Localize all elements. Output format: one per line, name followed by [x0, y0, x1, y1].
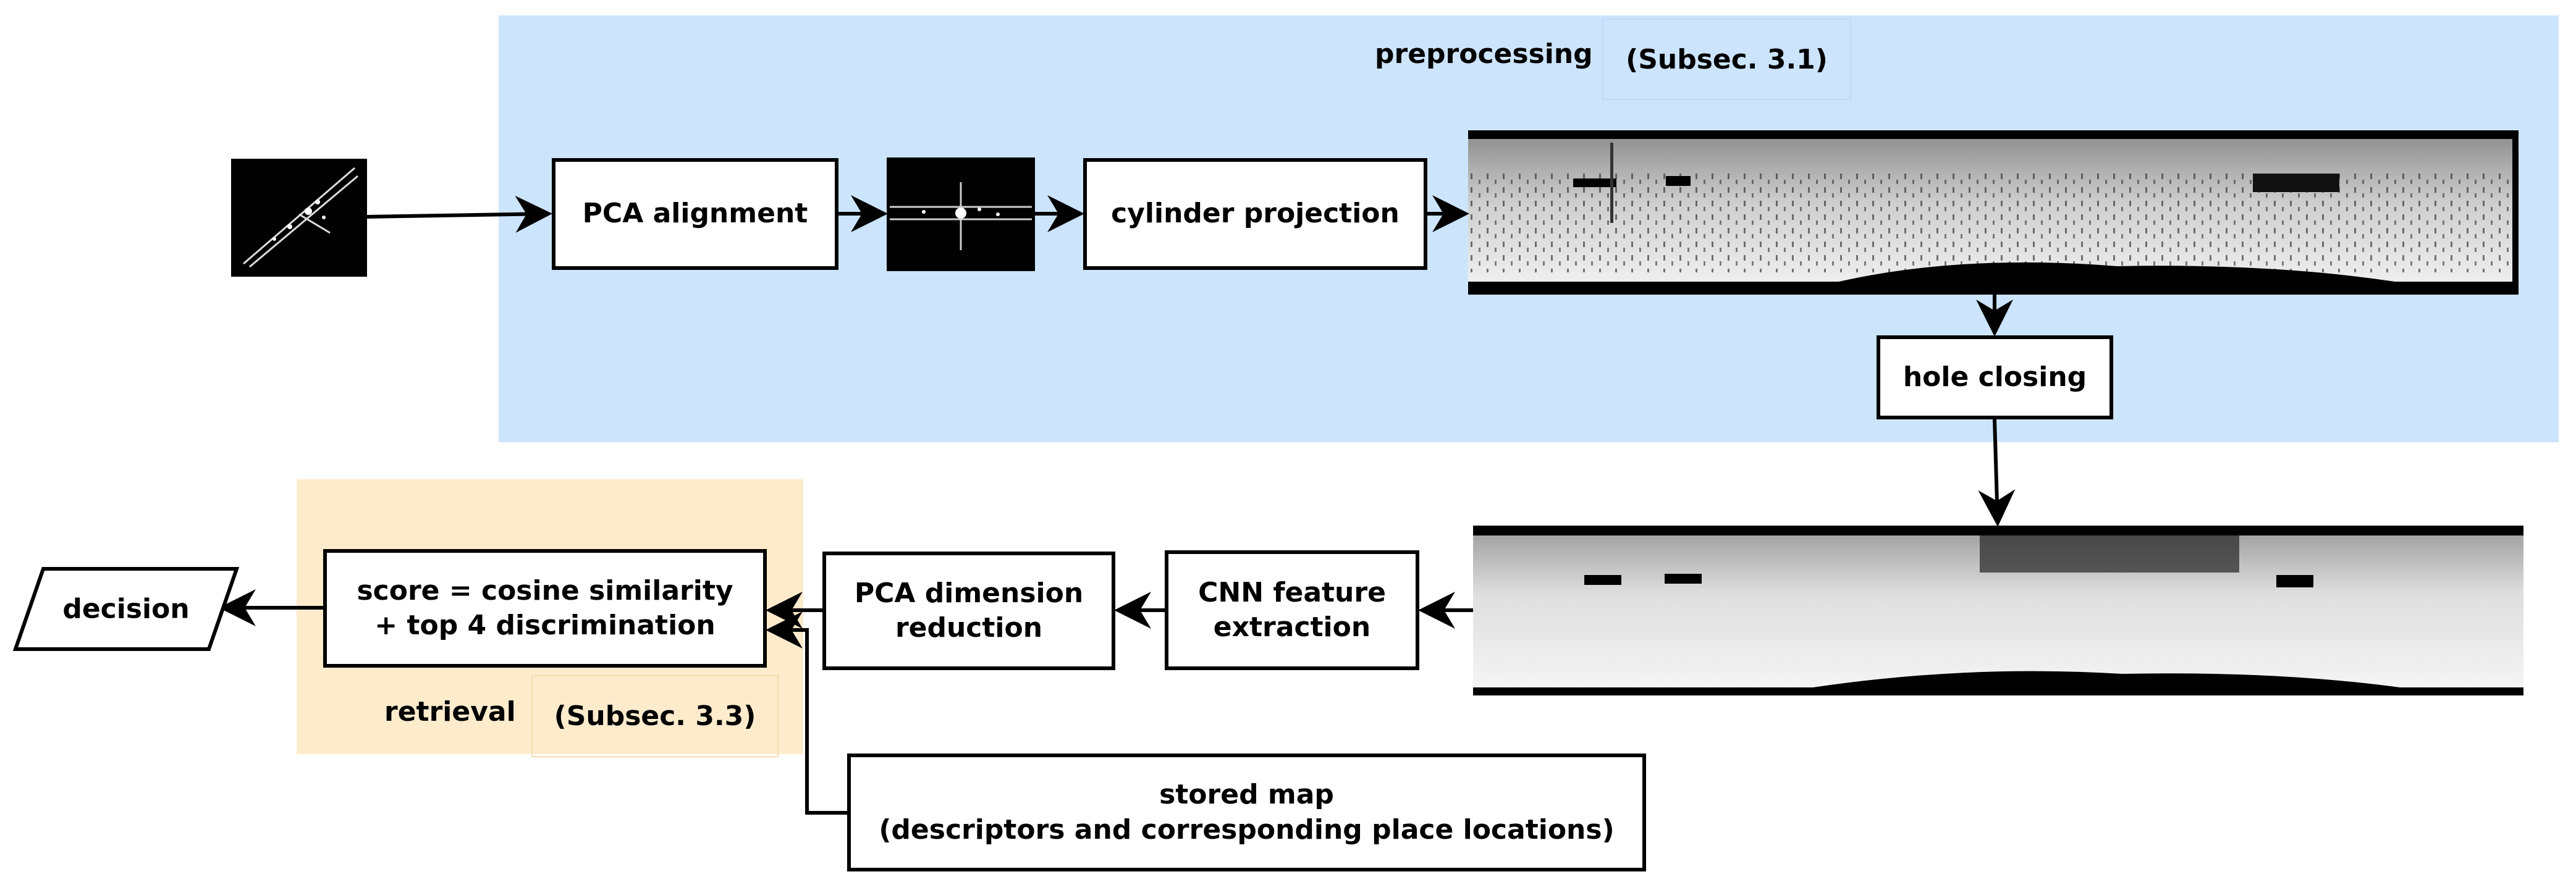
cylinder-projection-text: cylinder projection [1111, 198, 1400, 230]
score-line-1: score = cosine similarity [357, 574, 733, 607]
stored-map-line-1: stored map [1159, 779, 1334, 811]
cnn-feature-extraction-box: CNN feature extraction [1165, 550, 1419, 670]
stored-map-line-2: (descriptors and corresponding place loc… [879, 813, 1615, 846]
range-image-with-holes [1468, 130, 2519, 295]
cnn-feature-line-1: CNN feature [1198, 576, 1386, 608]
aligned-point-cloud-thumbnail [887, 157, 1035, 271]
retrieval-label: retrieval [384, 696, 516, 728]
pca-dimension-line-2: reduction [895, 612, 1043, 644]
decision-text: decision [62, 594, 189, 625]
pca-dimension-reduction-box: PCA dimension reduction [822, 552, 1115, 670]
cylinder-projection-box: cylinder projection [1083, 158, 1427, 270]
stored-map-box: stored map (descriptors and correspondin… [847, 754, 1646, 871]
point-cloud-thumbnail [231, 159, 367, 277]
decision-shape [12, 567, 240, 651]
preprocessing-label: preprocessing [1375, 38, 1593, 70]
retrieval-subsection-tag: (Subsec. 3.3) [531, 675, 779, 757]
score-box: score = cosine similarity + top 4 discri… [323, 549, 767, 668]
pca-alignment-text: PCA alignment [582, 198, 808, 230]
pca-alignment-box: PCA alignment [552, 158, 838, 270]
score-line-2: + top 4 discrimination [374, 610, 716, 641]
pca-dimension-line-1: PCA dimension [854, 577, 1084, 609]
preprocessing-subsection-tag: (Subsec. 3.1) [1602, 19, 1851, 100]
hole-closing-box: hole closing [1877, 335, 2113, 419]
cnn-feature-line-2: extraction [1213, 611, 1371, 643]
range-image-hole-closed [1473, 526, 2523, 695]
hole-closing-text: hole closing [1902, 361, 2087, 393]
